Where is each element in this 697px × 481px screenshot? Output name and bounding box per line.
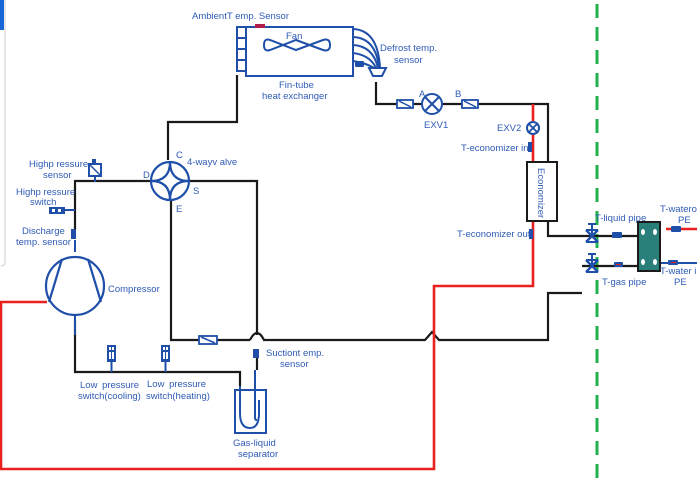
suction-sensor-label-2: sensor bbox=[280, 359, 309, 370]
t-economizer-out-sensor-icon bbox=[529, 229, 533, 239]
filter-b bbox=[461, 99, 479, 109]
separator-label: Gas-liquid bbox=[233, 438, 276, 449]
valve-port-d-label: D bbox=[143, 170, 150, 181]
high-pressure-sensor-label: Highp ressure bbox=[29, 159, 88, 170]
t-water-in-label-2: PE bbox=[674, 277, 687, 288]
discharge-sensor-label-2: temp. sensor bbox=[16, 237, 71, 248]
high-pressure-sensor-label-2: sensor bbox=[43, 170, 72, 181]
side-panel-border bbox=[0, 0, 6, 267]
defrost-sensor-label: Defrost temp. bbox=[380, 43, 437, 54]
low-pressure-switch-cooling-label-2: switch(cooling) bbox=[78, 391, 141, 402]
low-pressure-switch-heating-icon bbox=[161, 345, 170, 372]
low-pressure-switch-heating-label: Low pressure bbox=[147, 379, 206, 390]
low-pressure-switch-cooling-label: Low pressure bbox=[80, 380, 139, 391]
low-pressure-switch-heating-label-2: switch(heating) bbox=[146, 391, 210, 402]
valve-port-s-label: S bbox=[193, 186, 199, 197]
t-water-out-sensor-icon bbox=[671, 226, 681, 232]
economizer-label: Economizer bbox=[535, 168, 546, 218]
discharge-sensor-icon bbox=[71, 229, 76, 239]
discharge-sensor-label: Discharge bbox=[22, 226, 65, 237]
valve-port-c-label: C bbox=[176, 150, 183, 161]
defrost-sensor-label-2: sensor bbox=[394, 55, 423, 66]
ambient-sensor-label: AmbientT emp. Sensor bbox=[192, 11, 289, 22]
filter-lower bbox=[198, 335, 218, 345]
high-pressure-switch-icon bbox=[49, 207, 75, 214]
fin-tube-heat-exchanger bbox=[236, 24, 388, 77]
exv1-valve-icon bbox=[421, 93, 443, 115]
gas-liquid-separator-icon bbox=[234, 370, 267, 434]
high-pressure-switch-label-2: switch bbox=[30, 197, 56, 208]
distributor-icon bbox=[367, 67, 388, 77]
t-gas-pipe-label: T-gas pipe bbox=[602, 277, 646, 288]
low-pressure-switch-cooling-icon bbox=[107, 345, 116, 372]
fan-icon bbox=[262, 38, 332, 52]
port-b-label: B bbox=[455, 89, 461, 100]
side-panel-edge bbox=[0, 0, 4, 30]
exv2-valve-icon bbox=[526, 121, 540, 135]
suction-sensor-icon bbox=[253, 349, 259, 358]
valve-port-e-label: E bbox=[176, 204, 182, 215]
fin-tube-label-2: heat exchanger bbox=[262, 91, 328, 102]
high-pressure-switch-label: Highp ressure bbox=[16, 187, 75, 198]
four-way-valve-label: 4-wayv alve bbox=[187, 157, 237, 168]
t-economizer-out-label: T-economizer out bbox=[457, 229, 531, 240]
gas-stop-valve-icon bbox=[585, 253, 599, 273]
port-a-label: A bbox=[419, 89, 426, 100]
plate-heat-exchanger-icon bbox=[637, 221, 661, 272]
injection-line bbox=[0, 104, 697, 471]
high-pressure-sensor-icon bbox=[88, 159, 102, 182]
exv1-label: EXV1 bbox=[424, 120, 448, 131]
suction-sensor-label: Suctiont emp. bbox=[266, 348, 324, 359]
compressor-icon bbox=[44, 240, 106, 335]
defrost-sensor-icon bbox=[355, 61, 364, 67]
four-way-valve-icon bbox=[149, 160, 191, 202]
fan-label: Fan bbox=[286, 31, 302, 42]
separator-label-2: separator bbox=[238, 449, 278, 460]
t-economizer-in-sensor-icon bbox=[528, 142, 532, 152]
t-liquid-pipe-sensor-icon bbox=[612, 232, 622, 238]
t-water-in-label: T-water in bbox=[660, 266, 697, 277]
liquid-stop-valve-icon bbox=[585, 223, 599, 243]
refrigerant-pipes bbox=[73, 75, 638, 386]
t-water-out-label: T-watero bbox=[660, 204, 697, 215]
t-liquid-pipe-label: T-liquid pipe bbox=[595, 213, 646, 224]
compressor-label: Compressor bbox=[108, 284, 160, 295]
t-water-out-label-2: PE bbox=[678, 215, 691, 226]
fin-tube-label: Fin-tube bbox=[279, 80, 314, 91]
economizer-box bbox=[526, 161, 558, 222]
exv2-label: EXV2 bbox=[497, 123, 521, 134]
filter-a bbox=[396, 99, 414, 109]
ambient-sensor-icon bbox=[255, 24, 265, 28]
t-economizer-in-label: T-economizer in bbox=[461, 143, 529, 154]
